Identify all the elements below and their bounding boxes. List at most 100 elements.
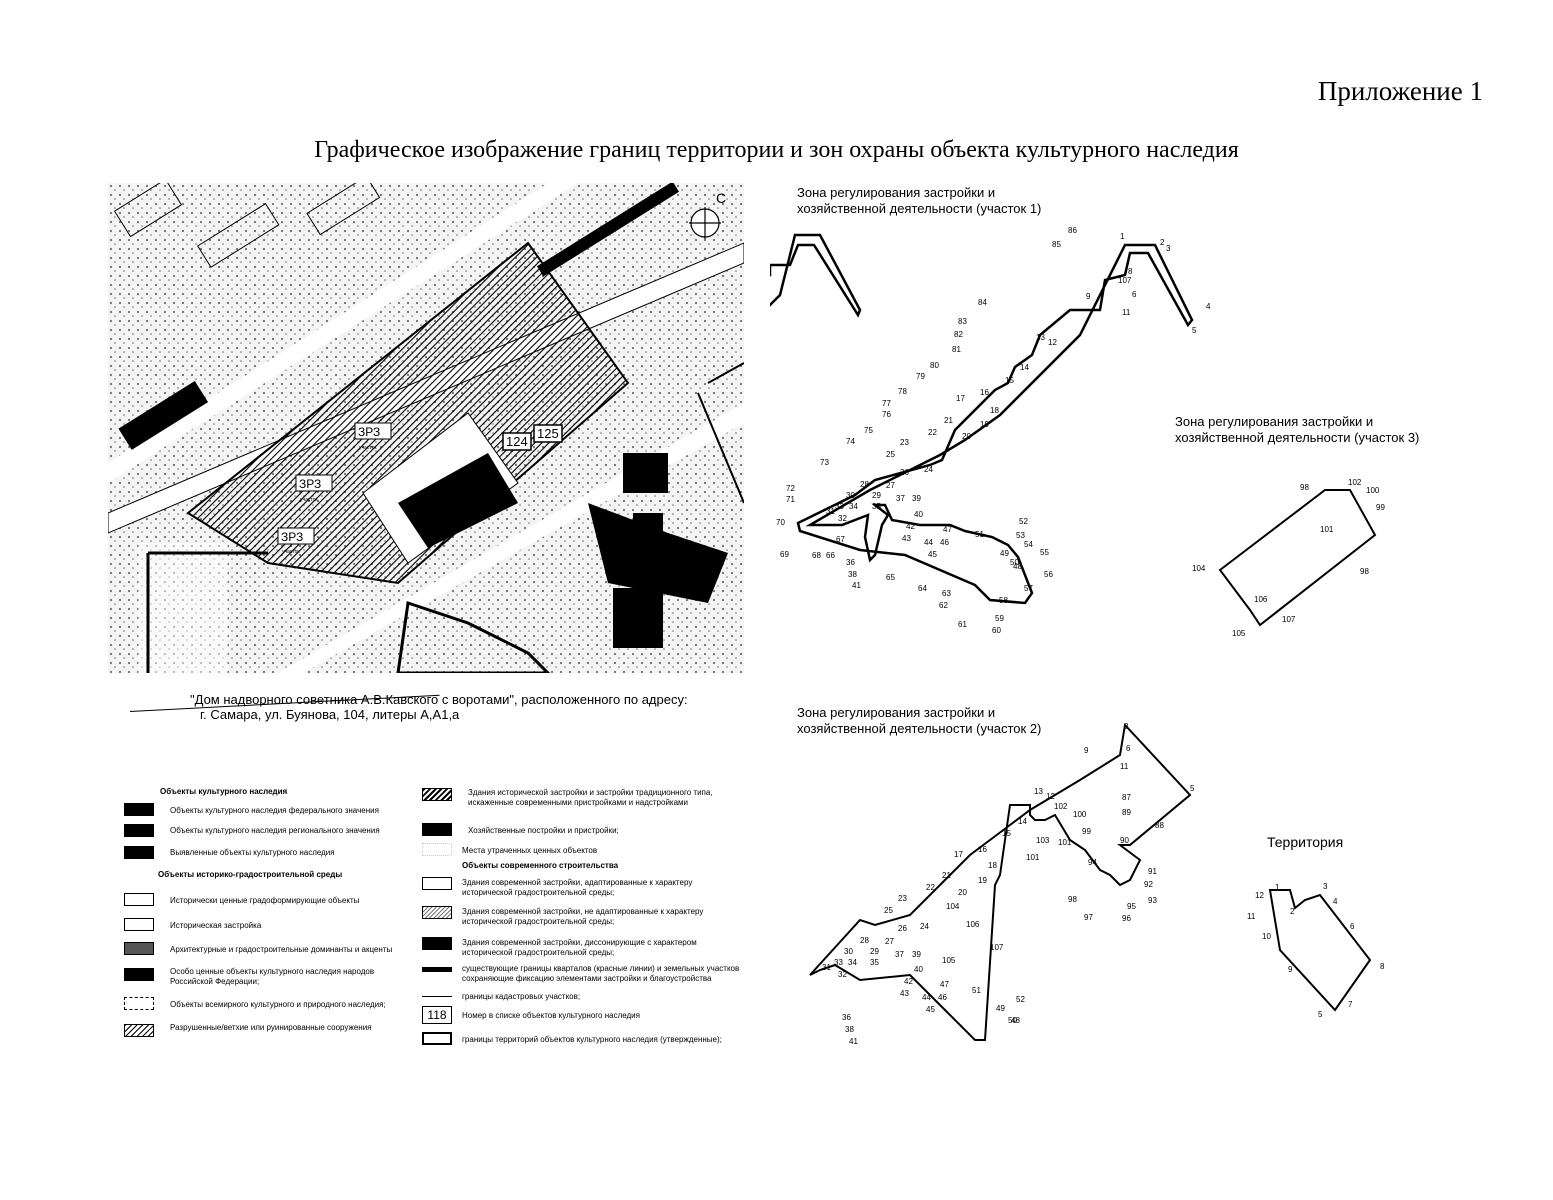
zone2-point-label: 12 xyxy=(1046,792,1055,801)
zone2-point-label: 47 xyxy=(940,980,949,989)
legend-item: Номер в списке объектов культурного насл… xyxy=(462,1011,640,1020)
zone-tag-sub: участок xyxy=(359,445,377,451)
legend-item: Историческая застройка xyxy=(170,921,262,930)
zone1-point-label: 45 xyxy=(928,550,937,559)
object-number: 124 xyxy=(506,434,528,449)
zone2-point-label: 5 xyxy=(1190,784,1195,793)
zone1-point-label: 83 xyxy=(958,317,967,326)
street xyxy=(108,183,578,483)
zone2-point-label: 104 xyxy=(946,902,960,911)
building-dark xyxy=(398,453,518,548)
legend-item: Исторически ценные градоформирующие объе… xyxy=(170,896,360,905)
zone2-point-label: 36 xyxy=(842,1013,851,1022)
legend-heading: Объекты историко-градостроительной среды xyxy=(158,870,343,879)
zone1-point-label: 55 xyxy=(1040,548,1049,557)
zone1-point-label: 51 xyxy=(975,530,984,539)
zone2-point-label: 28 xyxy=(860,936,869,945)
zone1-point-label: 21 xyxy=(944,416,953,425)
zone2-point-label: 13 xyxy=(1034,787,1043,796)
zone-tag: ЗРЗ xyxy=(299,477,321,491)
legend-swatch-identified xyxy=(124,846,154,859)
zone1-point-label: 2 xyxy=(1160,238,1165,247)
zone1-point-label: 58 xyxy=(999,596,1008,605)
zone2-point-label: 92 xyxy=(1144,880,1153,889)
zone2-point-label: 95 xyxy=(1127,902,1136,911)
zone2-point-label: 11 xyxy=(1120,762,1129,771)
zone1-point-label: 50 xyxy=(1010,558,1019,567)
zone-tag-sub: участок xyxy=(300,497,318,503)
zone2-point-label: 37 xyxy=(895,950,904,959)
block xyxy=(138,543,228,673)
zone1-point-label: 30 xyxy=(846,491,855,500)
legend-swatch-lost xyxy=(422,843,452,856)
zone1-point-label: 79 xyxy=(916,372,925,381)
zone2-point-label: 46 xyxy=(938,993,947,1002)
zone2-point-label: 96 xyxy=(1122,914,1131,923)
zone1-point-label: 73 xyxy=(820,458,829,467)
zone1-point-label: 75 xyxy=(864,426,873,435)
zone1-point-label: 66 xyxy=(826,551,835,560)
legend-item: границы кадастровых участков; xyxy=(462,992,581,1001)
zone2-point-label: 24 xyxy=(920,922,929,931)
zone2-point-label: 8 xyxy=(1124,722,1129,731)
territory-point-label: 7 xyxy=(1348,1000,1353,1009)
zone2-point-label: 101 xyxy=(1058,838,1072,847)
zone2-boundary xyxy=(809,722,1192,1041)
zone1-point-label: 37 xyxy=(896,494,905,503)
zone1-point-label: 46 xyxy=(940,538,949,547)
block-border xyxy=(396,601,551,673)
zone1-point-label: 81 xyxy=(952,345,961,354)
zone-tag: ЗРЗ xyxy=(358,425,380,439)
legend-heading: Объекты культурного наследия xyxy=(160,787,288,796)
zone1-point-label: 52 xyxy=(1019,517,1028,526)
zone2-point-label: 98 xyxy=(1068,895,1077,904)
zone3-point-label: 107 xyxy=(1282,615,1296,624)
zone1-point-label: 41 xyxy=(852,581,861,590)
zone2-point-label: 91 xyxy=(1148,867,1157,876)
zone3-point-label: 104 xyxy=(1192,564,1206,573)
territory-point-label: 11 xyxy=(1247,912,1256,921)
zone3-point-label: 101 xyxy=(1320,525,1334,534)
zone1-point-label: 57 xyxy=(1024,584,1033,593)
zone1-point-label: 47 xyxy=(943,525,952,534)
zone1-point-label: 56 xyxy=(1044,570,1053,579)
zone2-point-label: 35 xyxy=(870,958,879,967)
zone1-point-label: 35 xyxy=(872,502,881,511)
legend-item: Здания исторической застройки и застройк… xyxy=(468,788,713,807)
zone1-point-label: 59 xyxy=(995,614,1004,623)
legend-swatch-dissonant xyxy=(422,937,452,950)
zone1-point-label: 60 xyxy=(992,626,1001,635)
block-border xyxy=(146,551,268,673)
zone2-point-label: 90 xyxy=(1120,836,1129,845)
zone3-boundary xyxy=(1218,489,1377,627)
legend-swatch-adapted xyxy=(422,877,452,890)
zone2-point-label: 30 xyxy=(844,947,853,956)
legend-item: Особо ценные объекты культурного наследи… xyxy=(170,967,375,986)
zone1-point-label: 72 xyxy=(786,484,795,493)
zone1-title: Зона регулирования застройки и хозяйстве… xyxy=(797,185,1042,216)
zone1-point-label: 86 xyxy=(1068,226,1077,235)
territory-point-label: 4 xyxy=(1333,897,1338,906)
legend-item: Здания современной застройки, диссонирую… xyxy=(462,938,697,957)
legend-item: Хозяйственные постройки и пристройки; xyxy=(468,826,619,835)
building-dark xyxy=(613,588,663,648)
legend-item: границы территорий объектов культурного … xyxy=(462,1035,722,1044)
zone1-point-label: 85 xyxy=(1052,240,1061,249)
zone1-point-label: 71 xyxy=(786,495,795,504)
block-border xyxy=(697,362,744,504)
zone1-point-label: 80 xyxy=(930,361,939,370)
legend-item: Объекты культурного наследия регионально… xyxy=(170,826,380,835)
legend-item: Архитектурные и градостроительные домина… xyxy=(170,945,393,954)
zone2-point-label: 33 xyxy=(834,958,843,967)
zone2-point-label: 103 xyxy=(1036,836,1050,845)
zone2-point-label: 51 xyxy=(972,986,981,995)
object-number: 125 xyxy=(537,426,559,441)
territory-point-label: 1 xyxy=(1275,883,1280,892)
zone2-title: Зона регулирования застройки и хозяйстве… xyxy=(797,705,1042,736)
zone2-point-label: 15 xyxy=(1002,829,1011,838)
zone3-point-label: 100 xyxy=(1366,486,1380,495)
territory-point-label: 6 xyxy=(1350,922,1355,931)
zone2-point-label: 23 xyxy=(898,894,907,903)
zone-tag: ЗРЗ xyxy=(281,530,303,544)
zone2-point-label: 87 xyxy=(1122,793,1131,802)
